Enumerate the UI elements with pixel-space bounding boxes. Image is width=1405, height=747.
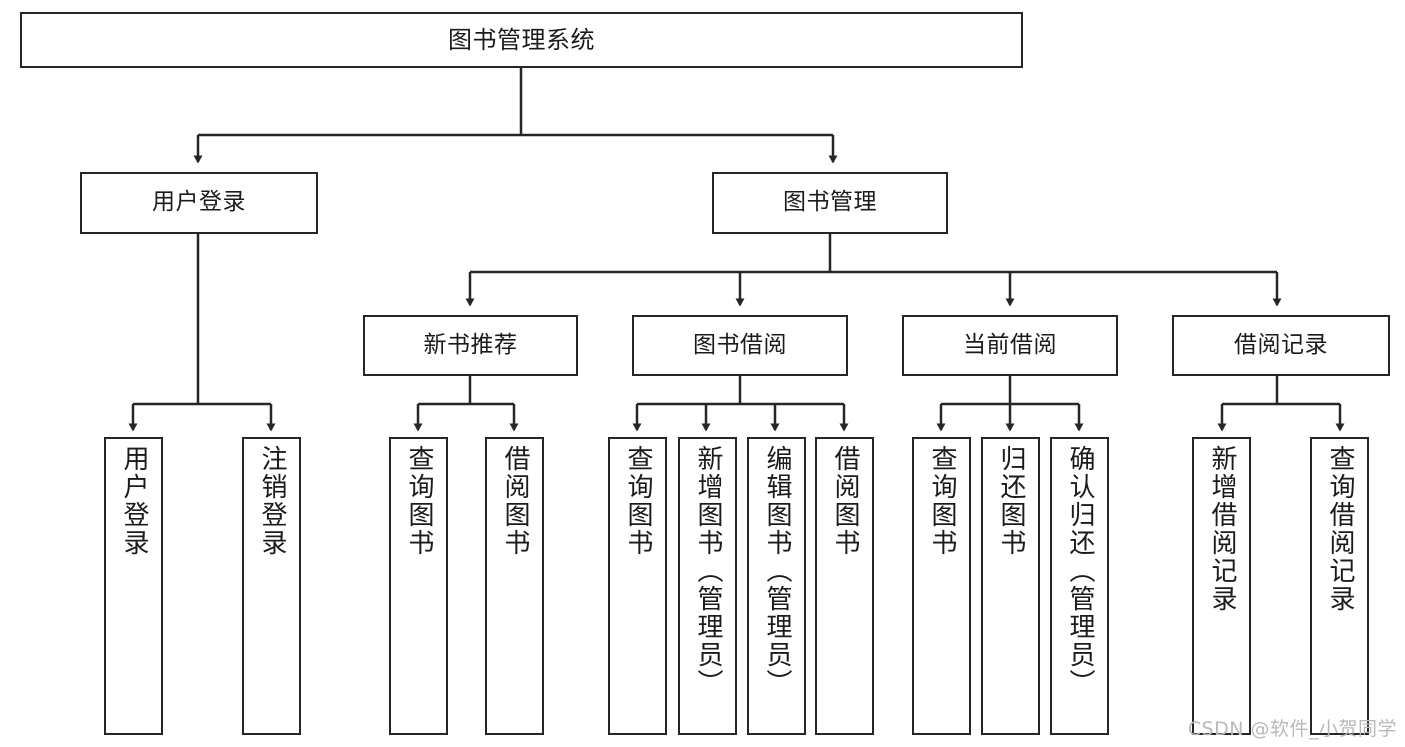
node-label: 图书管理系统 <box>448 25 595 54</box>
node-label: 注销登录 <box>257 445 288 557</box>
node-label: 归还图书 <box>996 445 1027 557</box>
node-book-management[interactable]: 图书管理 <box>712 172 948 234</box>
node-label: 查询借阅记录 <box>1325 445 1356 613</box>
node-label: 新书推荐 <box>423 331 518 358</box>
leaf-book-borrow-query-book[interactable]: 查询图书 <box>608 437 667 735</box>
leaf-current-borrow-return-book[interactable]: 归还图书 <box>981 437 1040 735</box>
leaf-user-login-logout[interactable]: 注销登录 <box>242 437 301 735</box>
node-label: 图书借阅 <box>693 331 787 358</box>
leaf-borrow-record-add-record[interactable]: 新增借阅记录 <box>1192 437 1251 735</box>
node-new-book-recommend[interactable]: 新书推荐 <box>363 315 578 376</box>
node-label: 新增图书（管理员） <box>693 445 724 697</box>
leaf-book-borrow-borrow-book[interactable]: 借阅图书 <box>815 437 874 735</box>
watermark-text: CSDN @软件_小贺同学 <box>1187 718 1397 740</box>
leaf-book-borrow-edit-book-admin[interactable]: 编辑图书（管理员） <box>747 437 806 735</box>
node-label: 借阅记录 <box>1234 331 1328 358</box>
node-label: 查询图书 <box>927 445 958 557</box>
node-label: 借阅图书 <box>500 445 531 557</box>
node-user-login[interactable]: 用户登录 <box>80 172 318 234</box>
node-label: 新增借阅记录 <box>1207 445 1238 613</box>
node-label: 查询图书 <box>623 445 654 557</box>
node-label: 编辑图书（管理员） <box>762 445 793 697</box>
node-label: 当前借阅 <box>963 331 1057 358</box>
node-root-book-management-system[interactable]: 图书管理系统 <box>20 12 1023 68</box>
node-label: 查询图书 <box>404 445 435 557</box>
leaf-user-login-login[interactable]: 用户登录 <box>104 437 163 735</box>
node-current-borrow[interactable]: 当前借阅 <box>902 315 1118 376</box>
leaf-current-borrow-confirm-return-admin[interactable]: 确认归还（管理员） <box>1050 437 1109 735</box>
node-label: 借阅图书 <box>830 445 861 557</box>
node-label: 用户登录 <box>152 189 246 216</box>
leaf-borrow-record-query-record[interactable]: 查询借阅记录 <box>1310 437 1369 735</box>
node-borrow-record[interactable]: 借阅记录 <box>1172 315 1390 376</box>
leaf-book-borrow-add-book-admin[interactable]: 新增图书（管理员） <box>678 437 737 735</box>
node-label: 确认归还（管理员） <box>1065 445 1096 697</box>
node-label: 用户登录 <box>119 445 150 557</box>
leaf-new-book-borrow-book[interactable]: 借阅图书 <box>485 437 544 735</box>
node-label: 图书管理 <box>783 189 877 216</box>
node-book-borrow[interactable]: 图书借阅 <box>632 315 848 376</box>
leaf-new-book-query-book[interactable]: 查询图书 <box>389 437 448 735</box>
leaf-current-borrow-query-book[interactable]: 查询图书 <box>912 437 971 735</box>
